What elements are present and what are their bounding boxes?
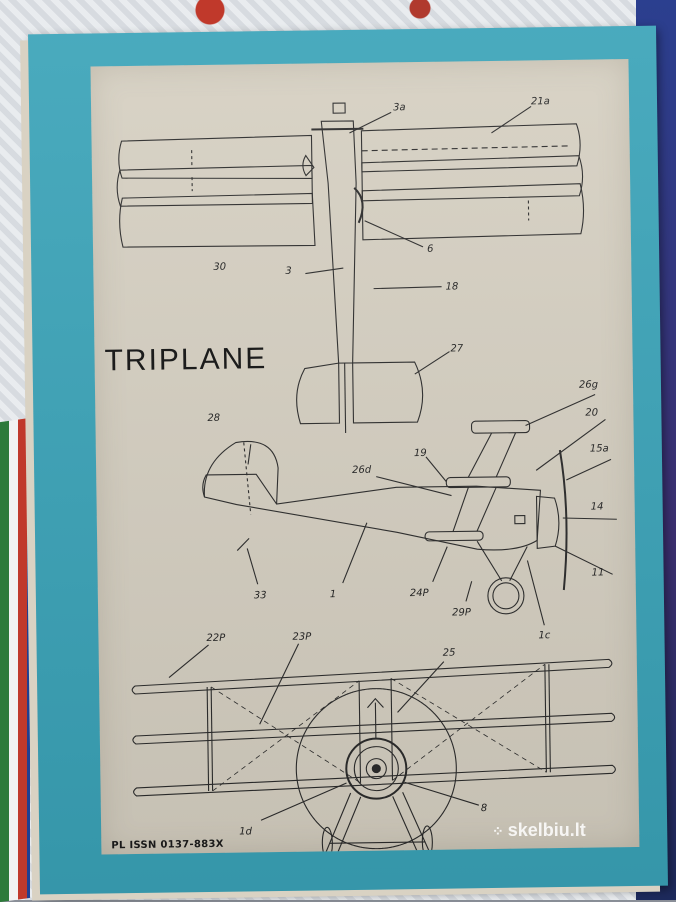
propeller-disc [295, 688, 457, 850]
top-view-labels: 3a 21a 30 3 6 18 27 [211, 96, 553, 358]
label-8: 8 [481, 803, 488, 814]
fuselage-side [203, 470, 542, 554]
blueprint-panel: 3a 21a 30 3 6 18 27 TRIPLANE [90, 59, 639, 854]
tailplane-left [296, 363, 339, 424]
label-11: 11 [592, 567, 605, 578]
wing-middle-right [362, 156, 583, 201]
label-1c: 1c [538, 630, 551, 641]
magazine-back-cover: 3a 21a 30 3 6 18 27 TRIPLANE [28, 26, 668, 895]
lower-wing-side [425, 531, 483, 541]
label-1: 1 [330, 589, 337, 600]
front-middle-wing [133, 713, 615, 744]
label-33: 33 [254, 590, 267, 601]
issn-number: PL ISSN 0137-883X [111, 839, 224, 852]
watermark-text: skelbiu.lt [508, 820, 586, 840]
watermark-logo-icon: ⁘ [492, 823, 504, 840]
tailplane-right [353, 362, 423, 423]
side-view [202, 394, 619, 630]
label-26d: 26d [352, 465, 372, 476]
top-view [116, 100, 587, 436]
label-3: 3 [285, 266, 292, 277]
spinner-top [333, 103, 345, 113]
label-3a: 3a [393, 102, 406, 113]
side-view-labels: 26g 20 28 19 15a 26d 14 33 1 24P 11 29P … [207, 379, 611, 646]
label-22P: 22P [206, 633, 226, 644]
wing-lower-left [119, 193, 315, 248]
middle-wing-side [446, 477, 510, 488]
tricolor-stripe-left [0, 418, 30, 902]
label-6: 6 [427, 244, 434, 255]
label-18: 18 [446, 281, 459, 292]
label-26g: 26g [579, 380, 598, 391]
label-1d: 1d [239, 826, 253, 837]
rotary-engine [346, 738, 407, 799]
page-title: TRIPLANE [104, 342, 267, 377]
label-28: 28 [207, 413, 220, 424]
label-20: 20 [585, 408, 598, 419]
label-24P: 24P [410, 588, 430, 599]
wheel-right [422, 826, 432, 855]
front-lower-wing [133, 765, 615, 796]
label-23P: 23P [292, 632, 312, 643]
label-19: 19 [414, 448, 427, 459]
wing-lower-right [362, 184, 584, 240]
wing-upper-right [361, 124, 580, 172]
label-29P: 29P [452, 607, 472, 618]
wing-upper-left [118, 135, 312, 181]
propeller-side [560, 450, 568, 590]
label-25: 25 [443, 648, 456, 659]
label-15a: 15a [590, 443, 609, 454]
label-30: 30 [213, 262, 226, 273]
cowling [537, 496, 560, 548]
front-view-labels: 22P 23P 25 1d 8 32 31 [206, 629, 494, 854]
top-wing-side [471, 420, 529, 433]
wing-middle-left [117, 165, 313, 206]
tail-fin [204, 441, 279, 505]
watermark: ⁘skelbiu.lt [492, 820, 586, 841]
front-upper-wing [132, 659, 612, 694]
label-21a: 21a [531, 96, 550, 107]
label-27: 27 [450, 343, 464, 354]
wheel-side [488, 578, 524, 614]
wheel-left [322, 827, 332, 854]
fuselage-top [321, 121, 358, 363]
triplane-plans-drawing: 3a 21a 30 3 6 18 27 TRIPLANE [90, 59, 639, 854]
rudder-line [345, 363, 346, 433]
cabane-left [303, 155, 314, 175]
label-14: 14 [591, 501, 604, 512]
cockpit-rim [354, 188, 363, 223]
